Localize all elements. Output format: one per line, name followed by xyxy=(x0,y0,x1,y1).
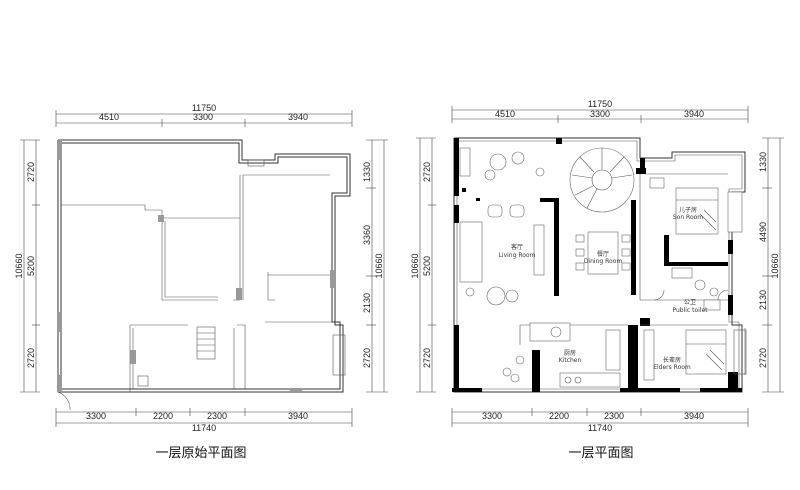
left-left-total: 10660 xyxy=(14,253,24,278)
door-swing xyxy=(717,289,729,301)
dining-table xyxy=(575,231,631,275)
kitchen-island xyxy=(502,322,621,388)
renovated-floor-plan: 11750 4510 3300 3940 3300 2200 2300 3940… xyxy=(410,99,784,461)
lamp xyxy=(465,287,475,297)
son-room-bed xyxy=(649,177,743,235)
dining-room-label-cn: 餐厅 xyxy=(597,250,609,258)
right-right-seg-4: 2720 xyxy=(758,348,768,368)
right-left-seg-2: 5200 xyxy=(422,256,432,276)
right-bottom-seg-3: 2300 xyxy=(604,411,624,421)
left-columns xyxy=(58,140,335,392)
cabinet xyxy=(459,147,471,177)
left-left-dimensions: 10660 2720 5200 2720 xyxy=(14,139,40,393)
spiral-staircase xyxy=(569,147,635,213)
left-bottom-total: 11740 xyxy=(192,423,216,433)
toilet-fixtures xyxy=(671,267,721,311)
round-armchair xyxy=(486,286,506,306)
left-right-seg-2: 3360 xyxy=(362,225,372,245)
stool xyxy=(535,167,545,177)
elders-room-bed xyxy=(643,329,727,381)
left-top-seg-2: 3300 xyxy=(193,112,213,122)
round-table xyxy=(489,153,507,171)
right-right-total: 10660 xyxy=(770,253,780,278)
right-top-seg-3: 3940 xyxy=(684,109,704,119)
right-bottom-seg-1: 3300 xyxy=(482,411,502,421)
right-top-seg-1: 4510 xyxy=(495,109,515,119)
right-left-total: 10660 xyxy=(410,253,420,278)
left-bottom-seg-4: 3940 xyxy=(288,411,308,421)
right-left-seg-1: 2720 xyxy=(422,162,432,182)
toilet-label-en: Public toilet xyxy=(672,307,708,314)
left-right-dimensions: 1330 3360 2130 2720 10660 xyxy=(362,139,388,393)
right-walls xyxy=(452,137,747,393)
right-furniture xyxy=(459,147,743,388)
left-walls xyxy=(57,139,351,411)
right-top-dimensions: 11750 4510 3300 3940 xyxy=(451,99,749,123)
living-room-label-cn: 客厅 xyxy=(511,243,523,251)
right-right-seg-3: 2130 xyxy=(758,290,768,310)
tv-cabinet xyxy=(533,224,545,276)
dining-room-label-en: Dining Room xyxy=(584,258,623,265)
living-room-label-en: Living Room xyxy=(499,252,536,259)
sofa xyxy=(459,221,483,283)
left-left-seg-2: 5200 xyxy=(26,256,36,276)
original-floor-plan: 11750 4510 3300 3940 3300 2200 2300 3940… xyxy=(14,103,388,461)
left-top-total: 11750 xyxy=(192,103,216,113)
room-labels: 客厅 Living Room 餐厅 Dining Room 儿子房 Son Ro… xyxy=(499,206,709,371)
elders-room-label-en: Elders Room xyxy=(653,364,691,371)
left-plan-caption: 一层原始平面图 xyxy=(155,446,246,461)
left-bottom-dimensions: 3300 2200 2300 3940 11740 xyxy=(55,408,353,433)
right-right-seg-2: 4490 xyxy=(758,222,768,242)
right-left-seg-3: 2720 xyxy=(422,348,432,368)
right-right-seg-1: 1330 xyxy=(758,152,768,172)
door-swing xyxy=(653,289,665,301)
kitchen-label-cn: 厨房 xyxy=(564,349,576,357)
kitchen-label-en: Kitchen xyxy=(559,357,582,364)
armchair xyxy=(487,204,503,218)
right-bottom-dimensions: 3300 2200 2300 3940 11740 xyxy=(451,408,749,433)
armchair xyxy=(509,204,525,218)
elders-room-label-cn: 长辈房 xyxy=(663,356,681,364)
left-bottom-seg-3: 2300 xyxy=(207,411,227,421)
left-bottom-seg-2: 2200 xyxy=(153,411,173,421)
left-right-total: 10660 xyxy=(374,253,384,278)
right-top-seg-2: 3300 xyxy=(590,109,610,119)
right-bottom-total: 11740 xyxy=(588,423,612,433)
left-left-seg-1: 2720 xyxy=(26,162,36,182)
left-left-seg-3: 2720 xyxy=(26,348,36,368)
left-right-seg-3: 2130 xyxy=(362,293,372,313)
right-bottom-seg-4: 3940 xyxy=(684,411,704,421)
right-left-dimensions: 10660 2720 5200 2720 xyxy=(410,137,436,393)
toilet-label-cn: 公卫 xyxy=(684,299,696,306)
right-top-total: 11750 xyxy=(588,99,612,109)
left-right-seg-1: 1330 xyxy=(362,162,372,182)
right-plan-caption: 一层平面图 xyxy=(568,446,633,461)
right-right-dimensions: 1330 4490 2130 2720 10660 xyxy=(758,137,784,393)
right-bottom-seg-2: 2200 xyxy=(549,411,569,421)
left-top-dimensions: 11750 4510 3300 3940 xyxy=(55,103,353,127)
left-right-seg-4: 2720 xyxy=(362,348,372,368)
son-room-label-cn: 儿子房 xyxy=(679,206,697,214)
chair xyxy=(484,169,496,181)
son-room-label-en: Son Room xyxy=(673,214,703,221)
chair xyxy=(511,151,525,165)
left-bottom-seg-1: 3300 xyxy=(86,411,106,421)
side-table xyxy=(505,289,519,303)
left-top-seg-3: 3940 xyxy=(288,112,308,122)
left-top-seg-1: 4510 xyxy=(99,112,119,122)
